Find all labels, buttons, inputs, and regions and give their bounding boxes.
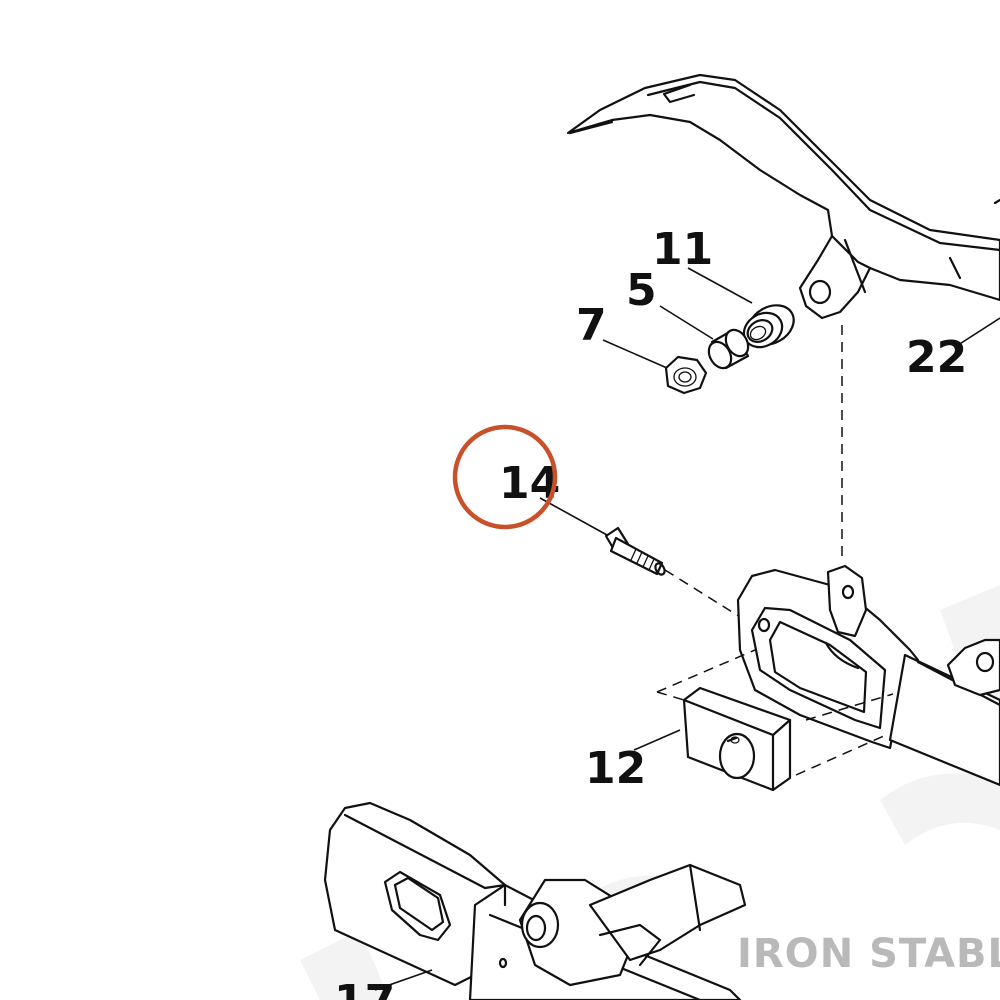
callout-11: 11 — [652, 224, 713, 275]
block-guide-lines — [656, 649, 894, 776]
callout-17: 17 — [334, 976, 395, 1000]
watermark-text: IRON STABLE — [737, 931, 1000, 977]
part-5-spacer — [707, 328, 750, 370]
screw-axis-line — [664, 569, 746, 621]
leader-5 — [659, 305, 714, 340]
adjuster-bracket — [736, 564, 920, 750]
highlight-circle — [452, 424, 558, 530]
part-17-swingarm — [323, 801, 747, 1000]
part-11-bushing — [742, 304, 795, 349]
leader-14 — [539, 497, 608, 536]
leader-12 — [633, 729, 681, 751]
callout-5: 5 — [626, 265, 657, 316]
leader-17 — [374, 969, 433, 991]
callout-7: 7 — [576, 300, 607, 351]
part-7-hex-nut — [664, 355, 708, 395]
leader-11 — [687, 267, 753, 304]
callout-12: 12 — [585, 743, 646, 794]
part-14-cap-screw — [604, 526, 666, 576]
callout-leaders — [374, 267, 1000, 991]
leader-22 — [954, 317, 1000, 348]
callout-22: 22 — [906, 332, 967, 383]
part-12-adjuster-block — [682, 686, 792, 792]
swingarm-beam-right — [888, 638, 1000, 787]
leader-7 — [602, 339, 668, 369]
callout-labels: 11 5 7 22 14 12 17 — [334, 224, 967, 1000]
part-22-frame-arm — [566, 73, 1000, 320]
